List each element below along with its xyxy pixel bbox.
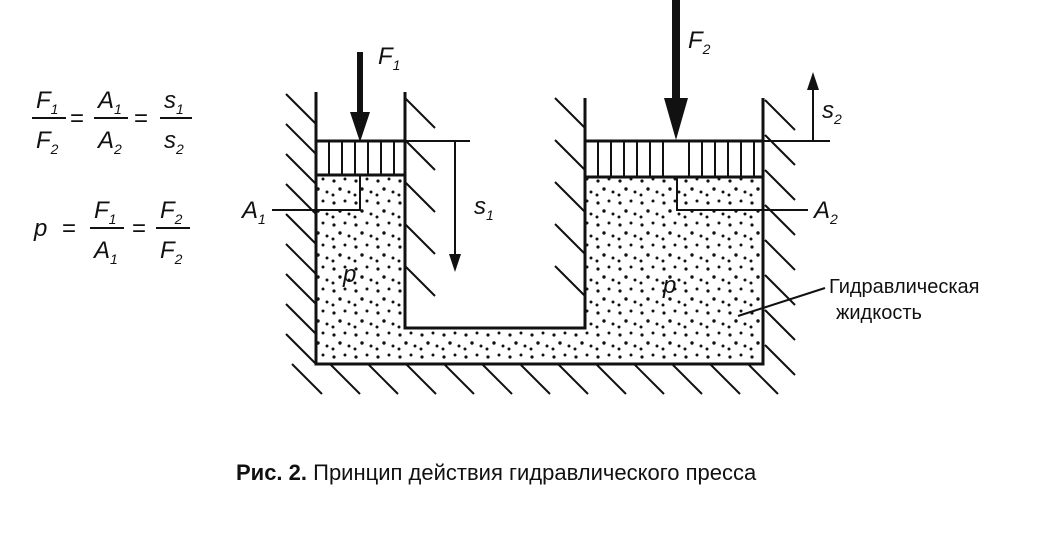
label-a2: A2: [812, 197, 838, 227]
left-piston: [314, 139, 407, 177]
force-arrow-f2: [664, 0, 688, 140]
svg-text:A1: A1: [96, 87, 122, 117]
svg-text:p: p: [33, 215, 47, 242]
svg-text:F1: F1: [36, 87, 58, 117]
wall-hatching: [285, 93, 796, 395]
svg-text:A2: A2: [96, 127, 122, 157]
fluid-leader: [737, 287, 826, 317]
label-a1: A1: [240, 197, 266, 227]
svg-text:=: =: [132, 215, 146, 242]
label-fluid-line2: жидкость: [836, 302, 922, 324]
svg-text:F2: F2: [160, 237, 183, 267]
label-fluid-line1: Гидравлическая: [829, 276, 980, 298]
svg-text:A1: A1: [92, 237, 118, 267]
displacement-s2: [763, 72, 830, 142]
right-piston: [583, 139, 765, 179]
svg-text:=: =: [70, 105, 84, 132]
svg-text:s1: s1: [164, 87, 184, 117]
label-f2: F2: [688, 27, 711, 57]
svg-text:F2: F2: [36, 127, 59, 157]
svg-text:s2: s2: [164, 127, 184, 157]
area-leaders: [272, 175, 808, 211]
label-s2: s2: [822, 97, 842, 127]
formula-ratio: F1 F2 = A1 A2 = s1 s2: [32, 87, 192, 157]
label-s1: s1: [474, 193, 494, 223]
displacement-s1: [405, 140, 470, 272]
svg-text:F1: F1: [94, 197, 116, 227]
label-f1: F1: [378, 43, 400, 73]
formula-pressure: p = F1 A1 = F2 F2: [33, 197, 190, 267]
svg-text:F2: F2: [160, 197, 183, 227]
force-arrow-f1: [350, 52, 370, 142]
label-pressure-left: p: [342, 261, 356, 288]
figure-caption: Рис. 2. Принцип действия гидравлического…: [236, 460, 757, 485]
label-pressure-right: p: [662, 272, 676, 299]
vessel-outline: [314, 92, 765, 366]
svg-text:=: =: [62, 215, 76, 242]
svg-text:=: =: [134, 105, 148, 132]
hydraulic-fluid: [316, 175, 763, 364]
